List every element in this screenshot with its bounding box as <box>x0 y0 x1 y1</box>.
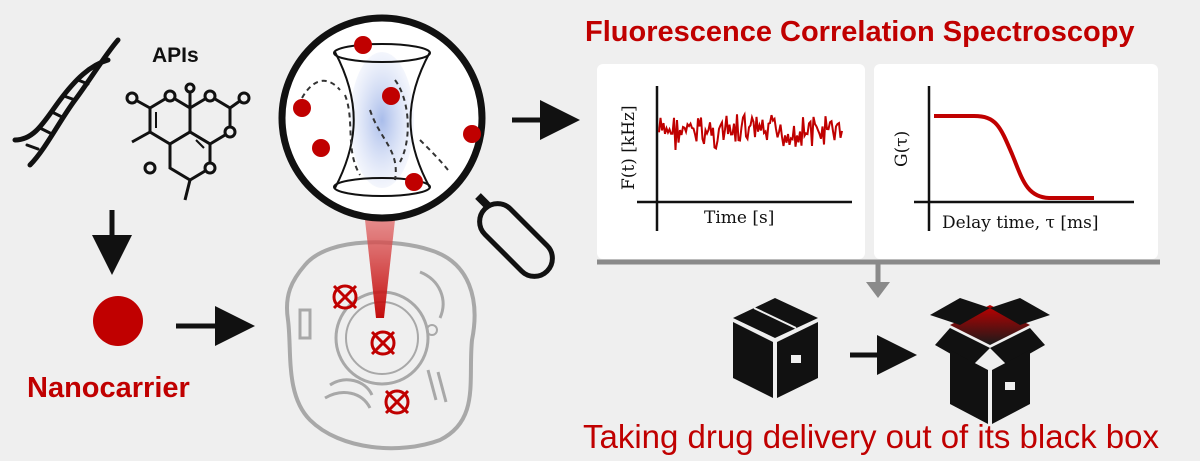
closed-box-icon <box>733 298 818 398</box>
magnifier-icon <box>278 14 555 279</box>
bottom-caption: Taking drug delivery out of its black bo… <box>583 418 1159 455</box>
time-trace-plot <box>637 86 852 231</box>
corr-xlabel: Delay time, τ [ms] <box>942 213 1099 233</box>
dna-icon <box>12 37 121 168</box>
time-trace-panel: Time [s] F(t) [kHz] <box>597 64 865 259</box>
correlation-panel: Delay time, τ [ms] G(τ) <box>874 64 1158 259</box>
correlation-plot <box>914 86 1134 231</box>
fluorescence-trace <box>658 111 843 151</box>
nanocarrier-label: Nanocarrier <box>27 372 190 404</box>
nanocarrier-dot-icon <box>93 296 143 346</box>
molecule-icon <box>125 82 251 201</box>
fcs-title: Fluorescence Correlation Spectroscopy <box>585 16 1135 48</box>
laser-beam <box>365 220 395 318</box>
open-box-icon <box>930 298 1050 424</box>
gray-arrow-head <box>866 282 890 298</box>
time-xlabel: Time [s] <box>704 208 775 228</box>
crossed-nanocarrier-icons <box>332 284 410 415</box>
correlation-curve <box>934 114 1094 200</box>
apis-label: APIs <box>152 44 199 67</box>
